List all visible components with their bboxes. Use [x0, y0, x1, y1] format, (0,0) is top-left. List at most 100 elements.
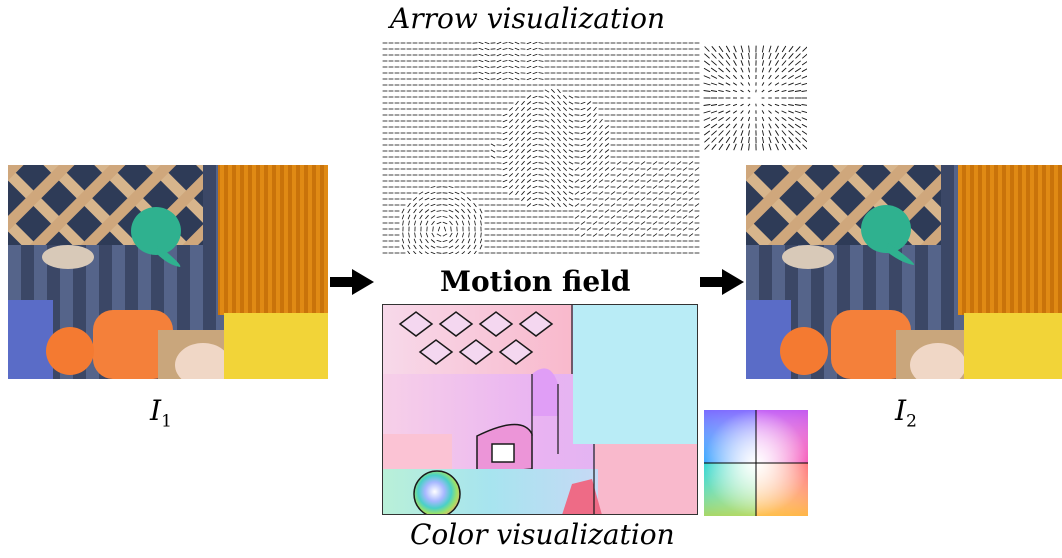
flow-vector [694, 191, 700, 195]
flow-vector [563, 173, 567, 177]
flow-vector [544, 137, 550, 141]
flow-vector [538, 186, 544, 188]
key-vector [788, 130, 794, 136]
flow-vector [418, 203, 424, 207]
key-vector [768, 82, 772, 86]
flow-vector [598, 167, 604, 171]
flow-vector [473, 250, 477, 254]
flow-vector [557, 112, 561, 118]
flow-vector [448, 215, 454, 219]
key-vector [761, 110, 765, 114]
flow-vector [664, 233, 670, 237]
flow-vector [418, 197, 424, 201]
key-vector [795, 130, 801, 136]
flow-vector [430, 239, 436, 243]
flow-vector [557, 142, 561, 148]
flow-vector [502, 167, 508, 171]
flow-vector [628, 233, 634, 237]
flow-vector [526, 59, 532, 63]
flow-vector [628, 173, 634, 177]
key-vector [775, 130, 779, 136]
flow-vector [580, 191, 586, 195]
flow-vector [586, 191, 592, 195]
flow-vector [521, 184, 525, 190]
flow-vector [652, 197, 658, 201]
key-vector [775, 52, 779, 60]
flow-vector [526, 149, 532, 153]
flow-vector [526, 191, 532, 195]
flow-vector [460, 191, 466, 195]
flow-vector [515, 106, 519, 112]
flow-vector [473, 238, 477, 244]
flow-vector [551, 167, 555, 171]
key-vector [794, 82, 802, 86]
key-vector [733, 45, 737, 53]
flow-vector [599, 118, 603, 124]
key-vector [774, 82, 780, 86]
flow-vector [515, 130, 519, 136]
flow-vector [532, 53, 538, 57]
key-vector [725, 123, 731, 129]
key-vector [761, 67, 765, 73]
flow-vector [478, 53, 484, 57]
key-vector [774, 74, 780, 80]
flow-vector [514, 53, 520, 57]
key-vector [768, 103, 772, 107]
flow-vector [461, 208, 465, 214]
flow-vector [508, 179, 514, 183]
key-vector [775, 45, 779, 53]
flow-vector [599, 154, 603, 160]
flow-vector [538, 126, 544, 128]
flow-vector [598, 227, 604, 231]
flow-vector [430, 197, 436, 201]
flow-vector [664, 221, 670, 225]
flow-vector [574, 191, 580, 195]
flow-vector [484, 53, 490, 57]
flow-vector [551, 125, 555, 129]
flow-vector [454, 245, 460, 249]
flow-vector [688, 221, 694, 225]
key-vector [718, 75, 724, 79]
flow-vector [604, 185, 610, 189]
flow-vector [508, 161, 514, 165]
key-vector [710, 110, 718, 114]
flow-vector [420, 232, 422, 238]
flow-vector [467, 244, 471, 250]
flow-vector [538, 96, 544, 98]
flow-vector [586, 215, 592, 219]
flow-vector [478, 41, 484, 45]
flow-vector [430, 209, 436, 213]
key-vector [718, 82, 724, 86]
flow-vector [436, 246, 442, 248]
key-vector [801, 61, 807, 66]
flow-vector [502, 78, 508, 80]
flow-vector [526, 143, 532, 147]
key-vector [732, 110, 738, 114]
flow-vector [532, 59, 538, 63]
flow-vector [479, 244, 483, 250]
key-vector [748, 143, 750, 151]
flow-vector [586, 149, 592, 153]
key-vector [711, 137, 717, 143]
key-vector [768, 143, 772, 151]
flow-vector [563, 185, 567, 189]
flow-vector [502, 137, 508, 141]
flow-vector [628, 161, 634, 165]
key-vector [781, 123, 787, 129]
flow-vector [532, 203, 538, 207]
flow-vector [694, 215, 700, 219]
key-vector [774, 110, 780, 114]
key-vector [703, 104, 711, 106]
key-vector [781, 60, 787, 66]
flow-vector [557, 106, 561, 112]
flow-vector [532, 107, 538, 111]
flow-vector [502, 125, 508, 129]
flow-vector [437, 226, 441, 232]
flow-vector [538, 174, 544, 176]
flow-vector [532, 173, 538, 177]
flow-vector [424, 191, 430, 195]
flow-vector [538, 168, 544, 170]
flow-vector [436, 216, 442, 218]
flow-vector [508, 173, 514, 177]
flow-vector [443, 226, 447, 232]
